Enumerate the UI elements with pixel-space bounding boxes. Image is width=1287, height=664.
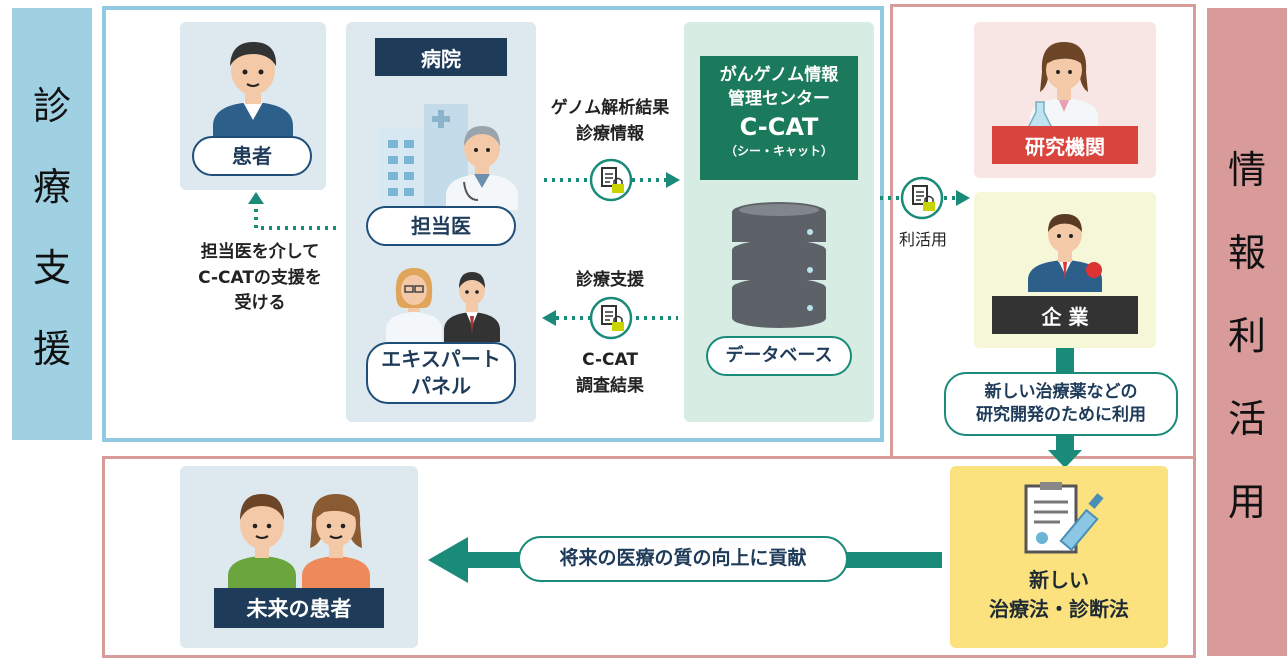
hospital-to-center-arrow	[544, 158, 680, 202]
side-label-clinical-support: 診 療 支 援	[12, 8, 92, 440]
utilization-label: 利活用	[898, 230, 947, 249]
pink-frame-bottom	[102, 456, 1196, 658]
expert-panel-line: エキスパート	[381, 347, 501, 371]
hospital-panel: 病院 担当医 エキスパート パネル	[346, 22, 536, 422]
side-char: 利	[1227, 313, 1266, 358]
doctor-label: 担当医	[366, 206, 516, 246]
ccat-results-line: C-CAT	[582, 350, 638, 370]
via-doctor-text: 担当医を介して C-CATの支援を 受ける	[175, 240, 345, 317]
research-panel: 研究機関	[974, 22, 1156, 178]
center-to-hospital-arrow	[542, 296, 678, 340]
company-label: 企 業	[992, 296, 1138, 334]
center-name-line: がんゲノム情報	[719, 65, 839, 85]
side-label-info-utilization: 情 報 利 活 用	[1207, 8, 1287, 656]
new-treatment-line: 治療法・診断法	[989, 597, 1129, 621]
rnd-line: 研究開発のために利用	[976, 405, 1146, 425]
genome-results-text: ゲノム解析結果 診療情報	[540, 96, 680, 147]
side-char: 報	[1227, 230, 1266, 275]
genome-results-line: 診療情報	[576, 123, 644, 144]
company-person-icon	[1028, 214, 1102, 292]
clinical-support-text: 診療支援	[576, 270, 644, 290]
patient-icon	[213, 42, 293, 140]
center-name-line: 管理センター	[728, 88, 830, 109]
new-treatment-panel: 新しい 治療法・診断法	[950, 466, 1168, 648]
contribute-text: 将来の医療の質の向上に貢献	[518, 536, 848, 582]
side-char: 用	[1227, 479, 1266, 524]
doctor-to-patient-arrow	[248, 192, 336, 230]
expert-panel-icon	[386, 268, 500, 342]
company-panel: 企 業	[974, 192, 1156, 348]
expert-panel-line: パネル	[411, 374, 471, 398]
hospital-title: 病院	[375, 38, 507, 76]
center-abbr: C-CAT	[739, 112, 819, 141]
patient-panel: 患者	[180, 22, 326, 190]
side-char: 支	[32, 246, 71, 290]
hospital-doctor-icon	[380, 104, 518, 210]
future-patients-icon	[228, 494, 370, 590]
side-char: 療	[32, 165, 71, 209]
rnd-text: 新しい治療薬などの 研究開発のために利用	[944, 372, 1178, 436]
via-doctor-line: 受ける	[234, 293, 286, 313]
future-patients-label: 未来の患者	[214, 588, 384, 628]
center-reading: （シー・キャット）	[724, 143, 833, 158]
document-medicine-icon	[1024, 482, 1104, 554]
ccat-title-box: がんゲノム情報 管理センター C-CAT （シー・キャット）	[700, 56, 858, 180]
database-label: データベース	[706, 336, 852, 376]
ccat-results-line: 調査結果	[576, 375, 644, 396]
side-char: 援	[32, 327, 71, 371]
researcher-icon	[1026, 42, 1098, 132]
side-char: 診	[32, 84, 71, 128]
patient-label: 患者	[192, 136, 312, 176]
expert-panel-label: エキスパート パネル	[366, 342, 516, 404]
research-label: 研究機関	[992, 126, 1138, 164]
future-patients-panel: 未来の患者	[180, 466, 418, 648]
genome-results-line: ゲノム解析結果	[550, 98, 670, 118]
database-icon	[732, 202, 826, 328]
new-treatment-label: 新しい 治療法・診断法	[950, 566, 1168, 624]
new-treatment-line: 新しい	[1029, 568, 1089, 592]
ccat-panel: がんゲノム情報 管理センター C-CAT （シー・キャット） データベース	[684, 22, 874, 422]
utilization-arrow	[880, 176, 970, 220]
ccat-results-text: C-CAT 調査結果	[540, 348, 680, 399]
rnd-line: 新しい治療薬などの	[984, 382, 1138, 403]
via-doctor-line: C-CATの支援を	[198, 267, 322, 288]
side-char: 活	[1227, 396, 1266, 441]
company-to-rnd-arrow-shaft	[1056, 348, 1074, 374]
rnd-to-treatment-arrow	[1048, 434, 1082, 468]
blue-frame	[102, 6, 884, 442]
via-doctor-line: 担当医を介して	[200, 242, 320, 262]
side-char: 情	[1227, 147, 1266, 192]
